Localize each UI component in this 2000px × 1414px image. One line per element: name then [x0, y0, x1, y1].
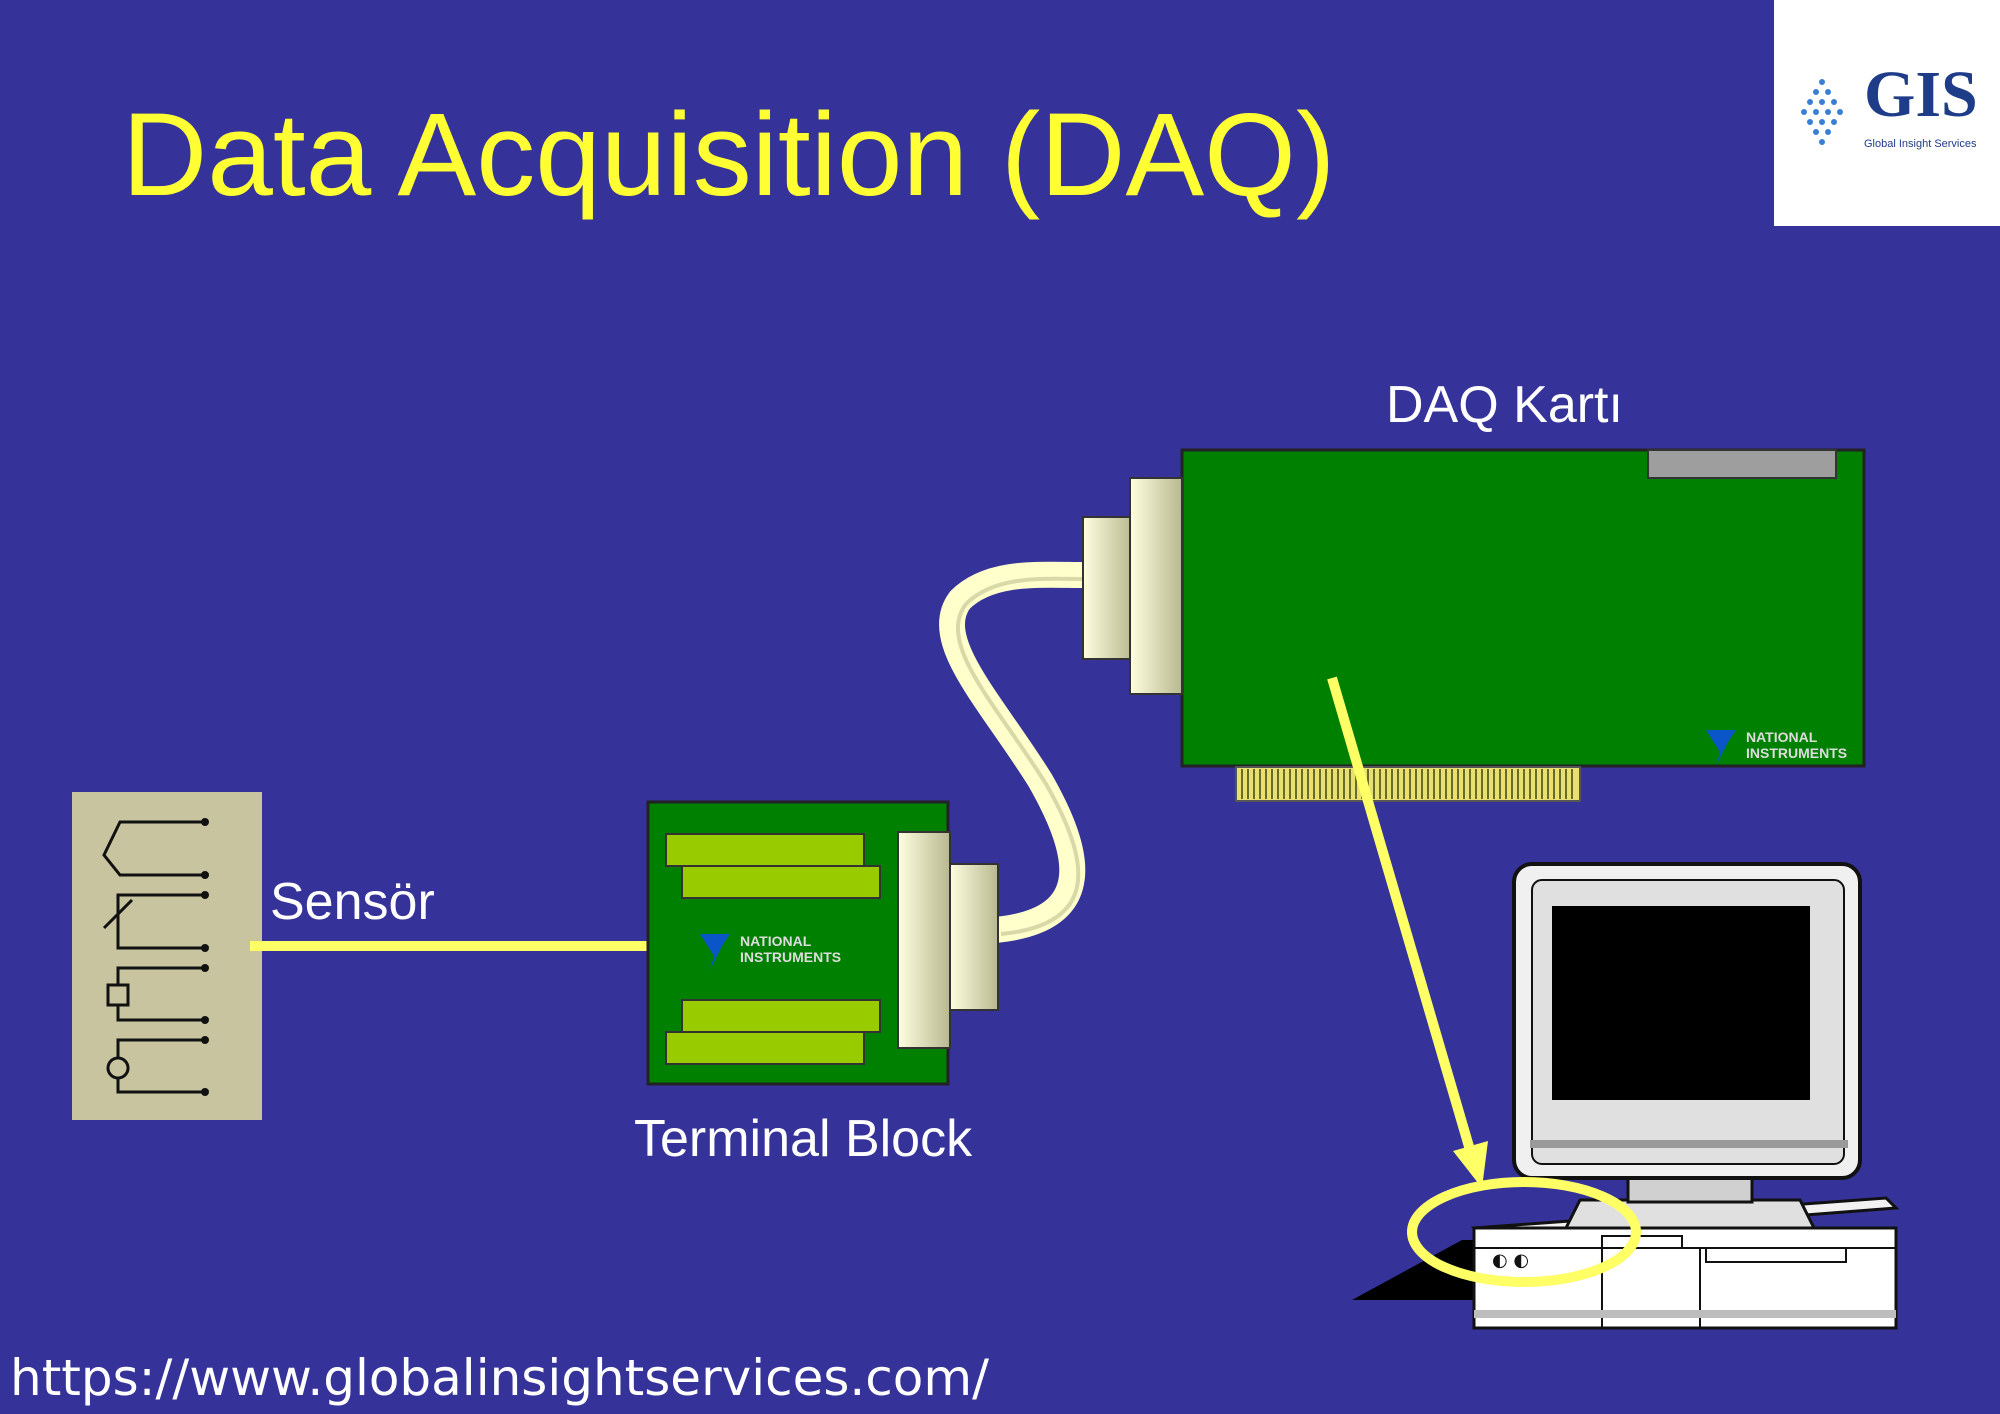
daq-card-label: DAQ Kartı	[1386, 376, 1623, 434]
logo-tagline: Global Insight Services	[1864, 138, 1977, 150]
svg-text:NATIONAL: NATIONAL	[1746, 729, 1818, 745]
footer-url[interactable]: https://www.globalinsightservices.com/	[10, 1349, 989, 1407]
svg-text:INSTRUMENTS: INSTRUMENTS	[740, 949, 841, 965]
sensor-panel	[72, 792, 262, 1120]
diamond-dots-icon	[1801, 79, 1843, 145]
svg-text:◐ ◐: ◐ ◐	[1492, 1250, 1529, 1271]
svg-text:INSTRUMENTS: INSTRUMENTS	[1746, 745, 1847, 761]
pc-slot-highlight	[1407, 1177, 1641, 1287]
terminal-block-label: Terminal Block	[634, 1110, 973, 1168]
page-title: Data Acquisition (DAQ)	[122, 89, 1336, 221]
gis-logo: GIS Global Insight Services	[1774, 0, 2000, 226]
ni-logo-terminal: NATIONAL INSTRUMENTS	[700, 933, 841, 970]
ribbon-cable	[939, 561, 1098, 943]
edge-connector-pins	[1235, 766, 1581, 802]
ni-logo-card: NATIONAL INSTRUMENTS	[1706, 729, 1847, 766]
terminal-block: NATIONAL INSTRUMENTS	[646, 800, 999, 1086]
svg-text:NATIONAL: NATIONAL	[740, 933, 812, 949]
sensor-to-terminal-arrow	[250, 928, 693, 964]
sensor-label: Sensör	[270, 873, 435, 931]
computer: ◐ ◐	[1352, 862, 1900, 1330]
logo-name: GIS	[1864, 58, 1978, 131]
card-to-computer-arrow	[1327, 676, 1488, 1188]
daq-card: NATIONAL INSTRUMENTS	[1082, 448, 1866, 802]
